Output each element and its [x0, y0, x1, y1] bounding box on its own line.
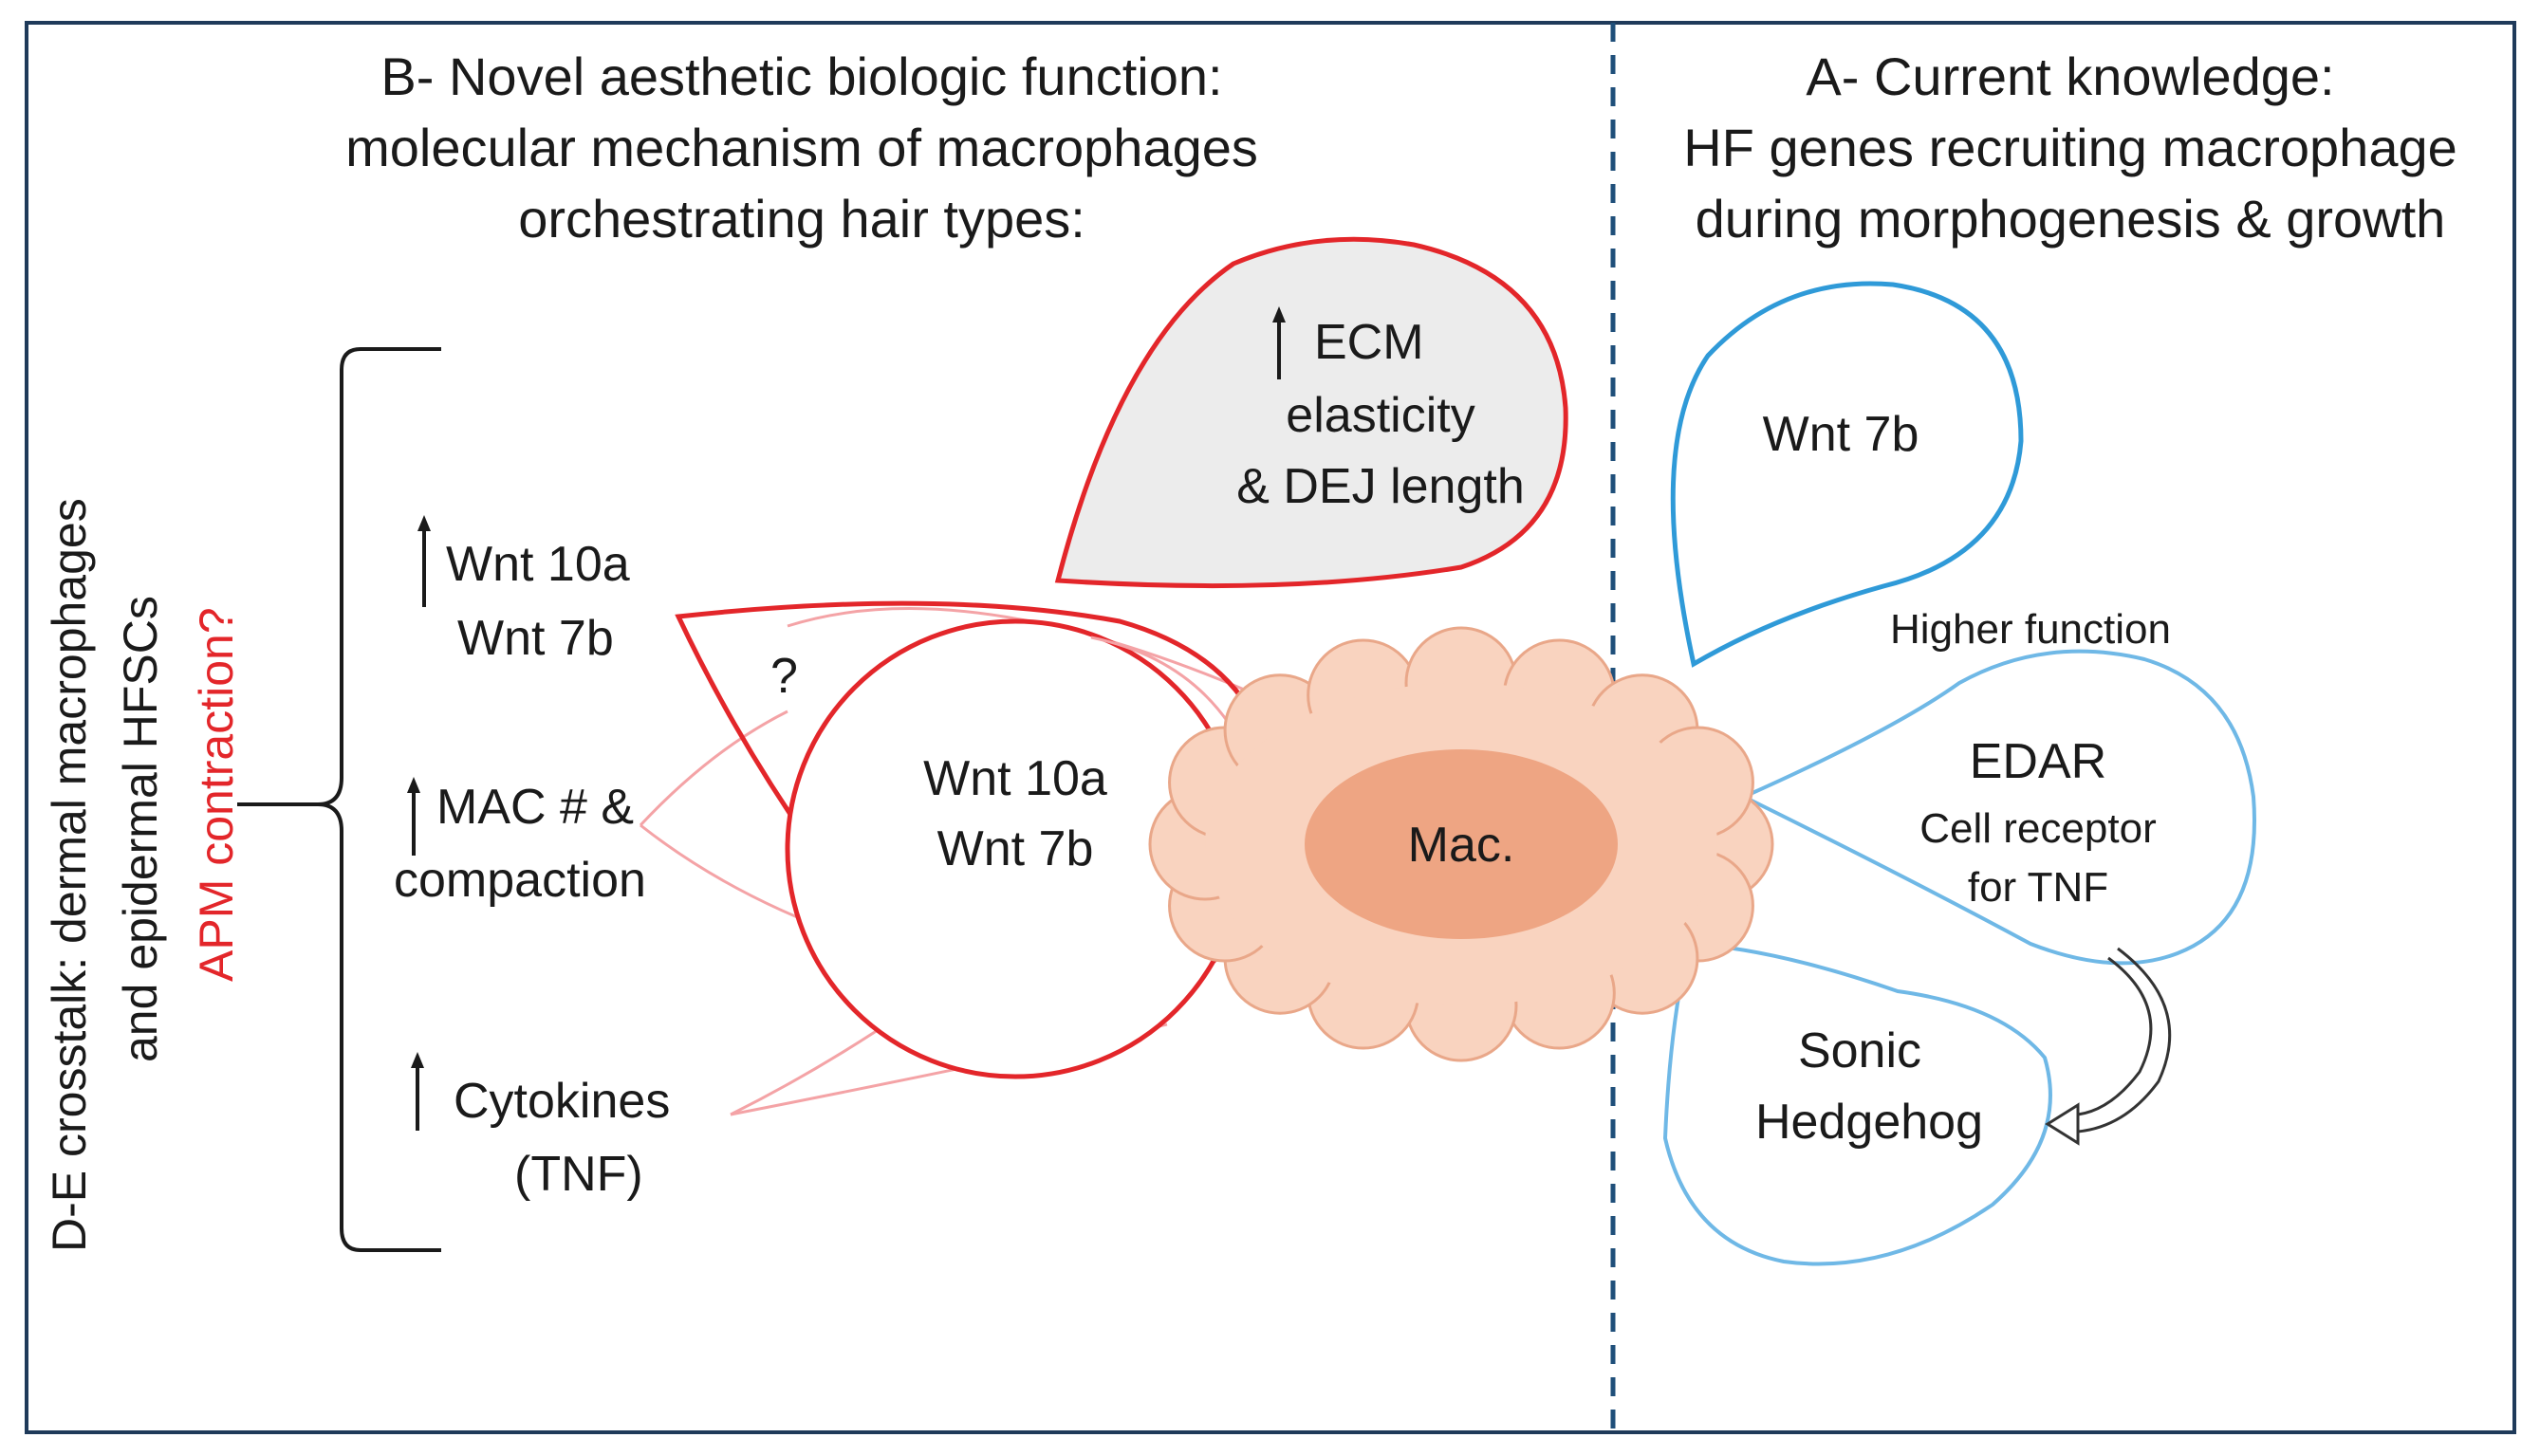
macrophage-label: Mac.	[1408, 818, 1515, 873]
left-item-wnt10a: Wnt 10a	[446, 537, 630, 592]
higher-function-label: Higher function	[1890, 606, 2171, 653]
sonic-hedgehog-bubble	[1662, 941, 2052, 1266]
panel-a-title-line-1: A- Current knowledge:	[1806, 46, 2334, 106]
figure-border	[25, 21, 2516, 1434]
left-item-cytokines: Cytokines	[454, 1074, 670, 1129]
panel-a-title-line-2: HF genes recruiting macrophage	[1683, 118, 2457, 177]
panel-b-title-line-3: orchestrating hair types:	[518, 189, 1085, 249]
ecm-label: ECM	[1314, 315, 1424, 370]
ecm-bubble	[1054, 236, 1568, 589]
macrophage-nucleus	[1305, 749, 1618, 939]
panel-b-title-line-2: molecular mechanism of macrophages	[345, 118, 1258, 177]
up-arrow-icon	[411, 1052, 424, 1131]
edar-sub-line-1: Cell receptor	[1919, 805, 2156, 852]
panel-b-title-line-1: B- Novel aesthetic biologic function:	[380, 46, 1222, 106]
side-label-line-1: D-E crosstalk: dermal macrophages	[43, 498, 96, 1252]
left-item-compaction: compaction	[394, 853, 646, 908]
left-item-mac-count: MAC # &	[436, 780, 634, 835]
left-item-wnt7b: Wnt 7b	[457, 611, 614, 666]
edar-sub-line-2: for TNF	[1968, 864, 2108, 911]
panel-a-title: A- Current knowledge: HF genes recruitin…	[1683, 46, 2457, 249]
side-label-line-3: APM contraction?	[190, 607, 243, 982]
wnt-circle-line-2: Wnt 7b	[937, 821, 1094, 876]
up-arrow-icon	[1272, 306, 1286, 379]
curved-arrow-icon	[2045, 947, 2172, 1146]
wnt-circle-line-1: Wnt 10a	[923, 751, 1107, 806]
edar-title: EDAR	[1970, 734, 2106, 789]
panel-a-title-line-3: during morphogenesis & growth	[1696, 189, 2446, 249]
wnt7b-bubble	[1670, 281, 2024, 668]
edar-bubble	[1739, 649, 2256, 966]
wnt7b-label: Wnt 7b	[1763, 407, 1919, 462]
macrophage-cloud	[1148, 626, 1774, 1062]
question-mark: ?	[770, 649, 798, 704]
side-label: D-E crosstalk: dermal macrophages and ep…	[43, 498, 243, 1252]
up-arrow-icon	[407, 777, 420, 856]
ecm-elasticity-label: elasticity	[1286, 388, 1474, 443]
hedgehog-label: Hedgehog	[1755, 1095, 1983, 1150]
side-label-line-2: and epidermal HFSCs	[114, 596, 167, 1062]
up-arrow-icon	[417, 515, 431, 607]
left-item-tnf: (TNF)	[514, 1147, 643, 1202]
sonic-label: Sonic	[1798, 1023, 1921, 1078]
panel-b-title: B- Novel aesthetic biologic function: mo…	[345, 46, 1258, 249]
curly-brace	[237, 347, 441, 1252]
ecm-dej-label: & DEJ length	[1236, 459, 1525, 514]
